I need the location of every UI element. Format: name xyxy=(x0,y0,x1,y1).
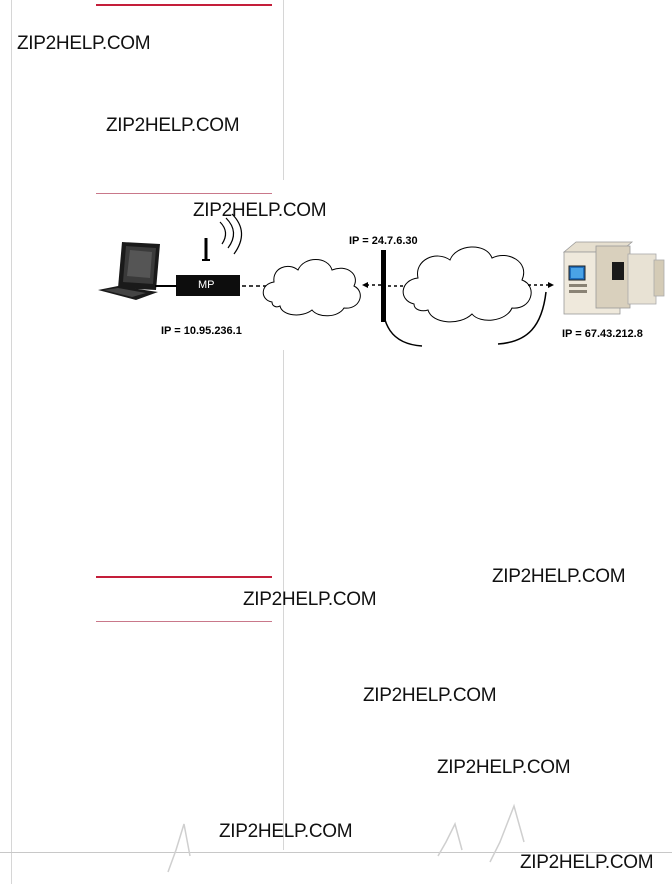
server-ip-label: IP = 67.43.212.8 xyxy=(562,328,643,340)
column-divider-line-lower xyxy=(283,350,284,850)
laptop-cable xyxy=(155,285,177,287)
section-rule-3 xyxy=(96,576,272,578)
column-divider-line xyxy=(283,0,284,180)
watermark: ZIP2HELP.COM xyxy=(492,566,626,587)
section-rule-top xyxy=(96,4,272,6)
watermark: ZIP2HELP.COM xyxy=(106,115,240,136)
watermark: ZIP2HELP.COM xyxy=(219,821,353,842)
left-margin-line xyxy=(11,0,12,884)
mp-device-box xyxy=(176,275,240,296)
watermark: ZIP2HELP.COM xyxy=(437,757,571,778)
server-icon xyxy=(562,241,665,315)
cloud-icon xyxy=(402,246,532,323)
watermark: ZIP2HELP.COM xyxy=(520,852,654,873)
antenna-icon xyxy=(202,238,210,261)
footer-line xyxy=(0,852,672,853)
firewall-icon xyxy=(381,250,386,322)
laptop-icon xyxy=(98,242,160,300)
cloud-icon xyxy=(262,259,361,317)
watermark: ZIP2HELP.COM xyxy=(243,589,377,610)
link-cloud1-firewall xyxy=(362,282,386,288)
watermark: ZIP2HELP.COM xyxy=(363,685,497,706)
return-path-lines xyxy=(381,287,547,347)
watermark: ZIP2HELP.COM xyxy=(17,33,151,54)
section-rule-4 xyxy=(96,621,272,622)
client-ip-label: IP = 10.95.236.1 xyxy=(161,325,242,337)
link-cloud2-server xyxy=(528,282,554,288)
section-rule-2 xyxy=(96,193,272,194)
gateway-ip-label: IP = 24.7.6.30 xyxy=(349,235,418,247)
mp-device-label: MP xyxy=(198,279,215,291)
radio-waves-icon xyxy=(219,213,243,255)
watermark: ZIP2HELP.COM xyxy=(193,200,327,221)
